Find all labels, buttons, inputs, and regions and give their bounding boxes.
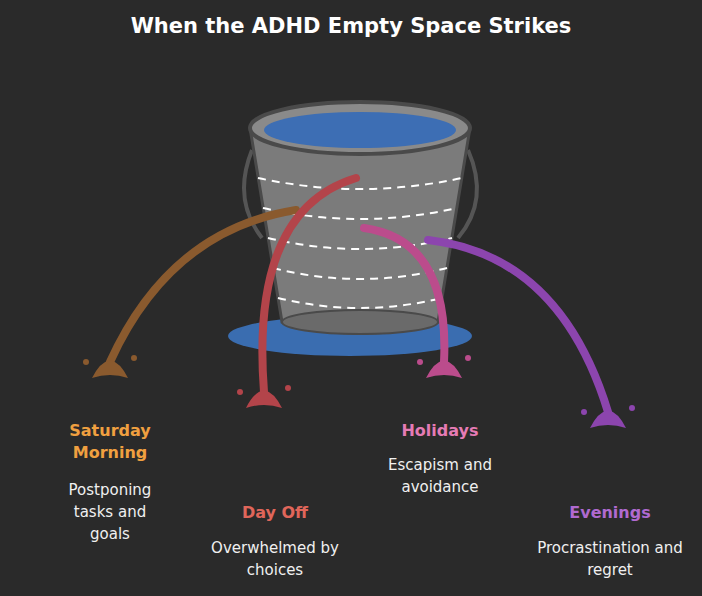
bucket-bottom [282, 310, 438, 334]
category-description: Overwhelmed by choices [210, 538, 340, 582]
leak-stream [364, 228, 444, 362]
leak-stream [262, 178, 356, 392]
diagram-title: When the ADHD Empty Space Strikes [0, 14, 702, 38]
bucket-rim [250, 102, 470, 154]
water [264, 112, 456, 148]
category-description: Escapism and avoidance [365, 455, 515, 499]
category-heading: Saturday Morning [50, 420, 170, 463]
category-description: Postponing tasks and goals [55, 480, 165, 545]
leak-stream [428, 240, 608, 412]
category-heading: Evenings [550, 502, 670, 524]
category-description: Procrastination and regret [535, 538, 685, 582]
splash [83, 355, 635, 428]
category-heading: Day Off [215, 502, 335, 524]
category-heading: Holidays [380, 420, 500, 442]
